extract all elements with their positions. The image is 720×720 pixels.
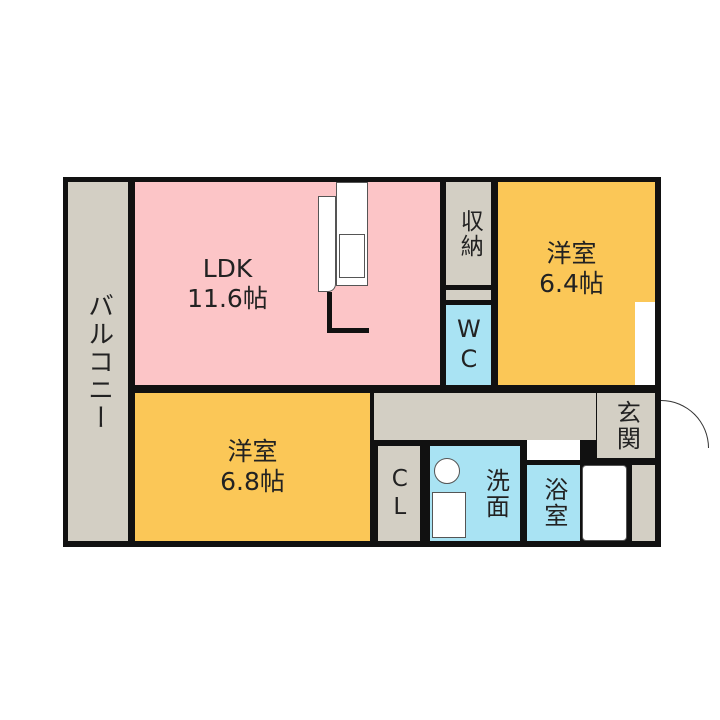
bathtub bbox=[582, 465, 627, 541]
balcony-label: バルコニー bbox=[83, 291, 114, 432]
ldk-size: 11.6帖 bbox=[187, 283, 268, 313]
shoe-cabinet bbox=[527, 440, 580, 460]
western1-name: 洋室 bbox=[546, 238, 597, 268]
washroom-label: 洗面 bbox=[481, 467, 510, 520]
pipe-space bbox=[446, 290, 491, 300]
kitchen-wall bbox=[327, 292, 332, 332]
kitchen-sink-basin bbox=[339, 234, 365, 278]
hallway bbox=[374, 393, 596, 440]
bathroom: 浴室 bbox=[527, 465, 580, 541]
western2-name: 洋室 bbox=[227, 437, 278, 466]
western2-size: 6.8帖 bbox=[220, 467, 285, 496]
kitchen-counter bbox=[318, 196, 336, 292]
washing-machine-space bbox=[432, 492, 466, 538]
storage: 収納 bbox=[446, 182, 491, 285]
balcony: バルコニー bbox=[68, 182, 128, 541]
closet-western-1 bbox=[635, 302, 655, 385]
room-ldk: LDK 11.6帖 bbox=[135, 182, 440, 385]
closet: CL bbox=[378, 446, 420, 541]
kitchen-wall bbox=[327, 328, 369, 333]
room-western-2: 洋室 6.8帖 bbox=[135, 393, 370, 541]
western1-size: 6.4帖 bbox=[539, 268, 604, 298]
entrance: 玄関 bbox=[597, 393, 655, 458]
entrance-door[interactable] bbox=[661, 400, 709, 448]
utility-space bbox=[632, 465, 655, 541]
room-western-1: 洋室 6.4帖 bbox=[498, 182, 655, 385]
closet-label: CL bbox=[386, 465, 413, 522]
storage-label: 収納 bbox=[456, 208, 483, 259]
ldk-name: LDK bbox=[202, 253, 253, 283]
entrance-label: 玄関 bbox=[612, 399, 641, 452]
washbasin bbox=[434, 458, 460, 484]
wc-label: WC bbox=[454, 315, 483, 375]
bath-label: 浴室 bbox=[539, 477, 568, 529]
room-wc: WC bbox=[446, 305, 491, 385]
